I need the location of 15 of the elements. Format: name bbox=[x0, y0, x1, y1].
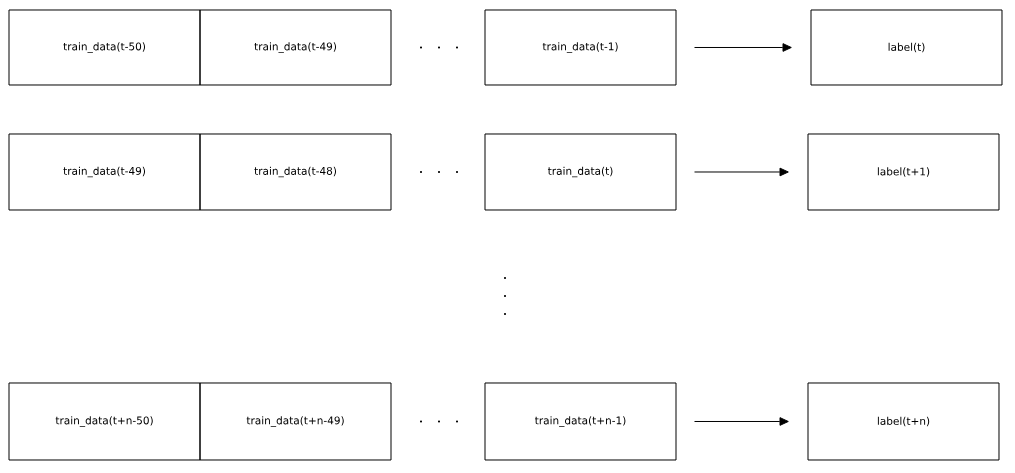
data-cell: train_data(t-49) bbox=[199, 9, 392, 86]
arrow bbox=[694, 43, 792, 52]
data-cell: train_data(t-48) bbox=[199, 133, 392, 211]
data-cell: train_data(t+n-49) bbox=[199, 382, 392, 461]
label-box: label(t) bbox=[810, 9, 1003, 86]
data-cell: train_data(t+n-1) bbox=[484, 382, 677, 461]
data-cell: train_data(t-1) bbox=[484, 9, 677, 86]
arrow bbox=[694, 167, 789, 177]
data-cell: train_data(t-49) bbox=[8, 133, 201, 211]
data-cell: train_data(t+n-50) bbox=[8, 382, 201, 461]
data-cell: train_data(t) bbox=[484, 133, 677, 211]
label-box: label(t+1) bbox=[807, 133, 1000, 211]
data-cell: train_data(t-50) bbox=[8, 9, 201, 86]
label-box: label(t+n) bbox=[807, 382, 1000, 461]
arrow bbox=[694, 417, 789, 426]
